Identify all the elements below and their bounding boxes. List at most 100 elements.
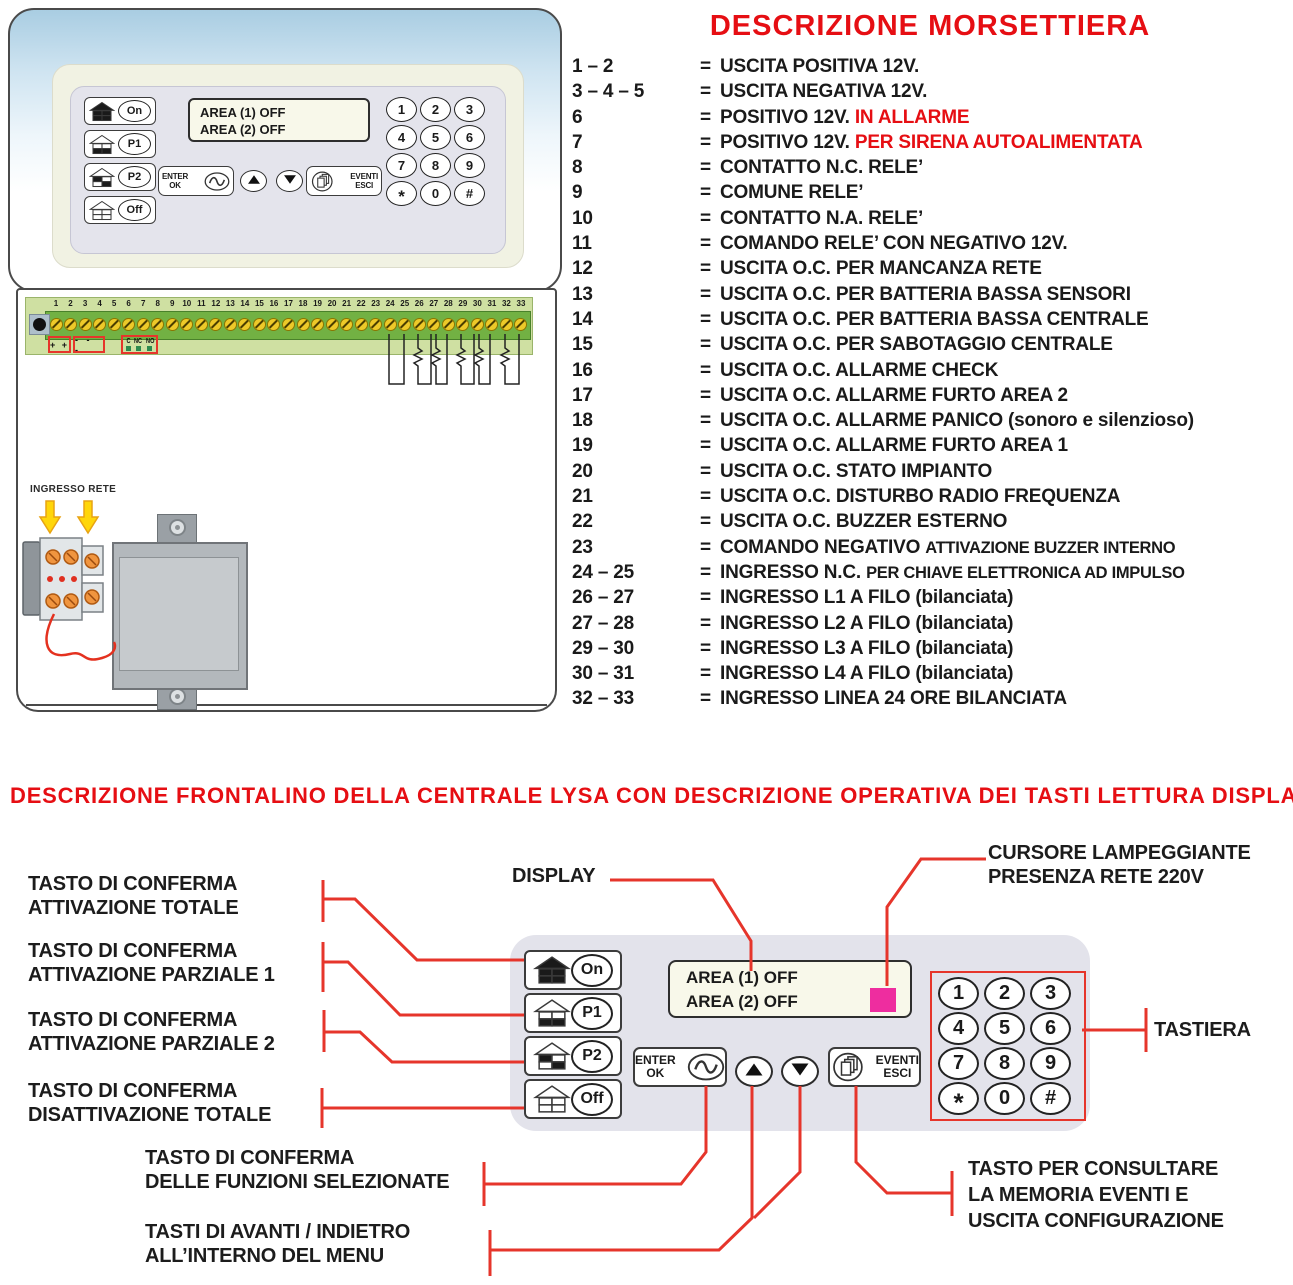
terminal-row-number: 26 – 27 (572, 587, 634, 609)
button-label: P1 (571, 996, 613, 1030)
terminal-row-description: INGRESSO L3 A FILO (bilanciata) (720, 637, 1014, 659)
terminal-row-number: 30 – 31 (572, 663, 634, 685)
button-label: On (118, 100, 151, 122)
equals-sign: = (700, 587, 711, 609)
down-arrow-button-small[interactable] (276, 170, 303, 192)
key-star[interactable]: * (386, 181, 417, 206)
up-triangle-icon (247, 172, 261, 190)
terminal-screw-9 (165, 318, 179, 331)
house-total-icon (533, 955, 571, 985)
terminal-number: 28 (443, 299, 453, 308)
button-p2[interactable]: P2 (524, 1036, 622, 1076)
terminal-number: 31 (487, 299, 497, 308)
terminal-row: 29 – 30=INGRESSO L3 A FILO (bilanciata) (572, 638, 1288, 663)
terminal-row: 3 – 4 – 5=USCITA NEGATIVA 12V. (572, 81, 1288, 106)
key-9[interactable]: 9 (1030, 1047, 1071, 1080)
terminal-row-number: 27 – 28 (572, 612, 634, 634)
terminal-screw-25 (398, 318, 412, 331)
terminal-row-number: 9 (572, 182, 583, 204)
main-board-box (16, 288, 557, 712)
button-on[interactable]: On (524, 950, 622, 990)
terminal-row-description: USCITA POSITIVA 12V. (720, 56, 920, 77)
key-hash[interactable]: # (454, 181, 485, 206)
house-partial1-icon (533, 998, 571, 1028)
terminal-row-description: POSITIVO 12V. IN ALLARME (720, 106, 970, 128)
key-9[interactable]: 9 (454, 153, 485, 178)
key-1[interactable]: 1 (386, 97, 417, 122)
terminal-description-list: 1 – 2=USCITA POSITIVA 12V.3 – 4 – 5=USCI… (572, 56, 1288, 714)
display-line-2: AREA (2) OFF (200, 122, 286, 137)
terminal-row-description: INGRESSO L1 A FILO (bilanciata) (720, 587, 1014, 609)
terminal-row: 16=USCITA O.C. ALLARME CHECK (572, 360, 1288, 385)
key-1[interactable]: 1 (938, 977, 979, 1010)
terminal-screw-28 (441, 318, 455, 331)
key-2[interactable]: 2 (420, 97, 451, 122)
key-7[interactable]: 7 (938, 1047, 979, 1080)
key-hash[interactable]: # (1030, 1082, 1071, 1115)
terminal-row: 19=USCITA O.C. ALLARME FURTO AREA 1 (572, 435, 1288, 460)
equals-sign: = (700, 81, 711, 103)
terminal-row-number: 18 (572, 410, 593, 432)
button-p2[interactable]: P2 (84, 163, 156, 191)
terminal-screw-1 (49, 318, 63, 331)
button-p1[interactable]: P1 (524, 993, 622, 1033)
terminal-row-number: 15 (572, 334, 593, 356)
key-8[interactable]: 8 (984, 1047, 1025, 1080)
terminal-screw-33 (514, 318, 528, 331)
terminal-screw-14 (238, 318, 252, 331)
terminal-row-description: INGRESSO N.C. PER CHIAVE ELETTRONICA AD … (720, 561, 1185, 583)
key-5[interactable]: 5 (420, 125, 451, 150)
key-4[interactable]: 4 (386, 125, 417, 150)
equals-sign: = (700, 688, 711, 710)
key-7[interactable]: 7 (386, 153, 417, 178)
key-6[interactable]: 6 (454, 125, 485, 150)
key-6[interactable]: 6 (1030, 1012, 1071, 1045)
terminal-row: 15=USCITA O.C. PER SABOTAGGIO CENTRALE (572, 334, 1288, 359)
button-off[interactable]: Off (524, 1079, 622, 1119)
terminal-row: 7=POSITIVO 12V. PER SIRENA AUTOALIMENTAT… (572, 132, 1288, 157)
terminal-number: 17 (284, 299, 293, 308)
terminal-number: 9 (170, 299, 175, 308)
equals-sign: = (700, 233, 711, 255)
key-8[interactable]: 8 (420, 153, 451, 178)
button-on[interactable]: On (84, 97, 156, 125)
key-3[interactable]: 3 (454, 97, 485, 122)
down-arrow-button-large[interactable] (781, 1056, 819, 1087)
house-off-icon (533, 1084, 571, 1114)
terminal-row-number: 1 – 2 (572, 56, 614, 77)
terminal-row-description: USCITA O.C. ALLARME FURTO AREA 1 (720, 435, 1068, 457)
up-arrow-button-large[interactable] (735, 1056, 773, 1087)
wave-icon (204, 171, 230, 192)
key-0[interactable]: 0 (420, 181, 451, 206)
equals-sign: = (700, 131, 711, 153)
key-0[interactable]: 0 (984, 1082, 1025, 1115)
terminal-screw-17 (281, 318, 295, 331)
terminal-row-description: USCITA NEGATIVA 12V. (720, 81, 928, 103)
button-off[interactable]: Off (84, 196, 156, 224)
terminal-row: 6=POSITIVO 12V. IN ALLARME (572, 107, 1288, 132)
key-3[interactable]: 3 (1030, 977, 1071, 1010)
terminal-screw-7 (136, 318, 150, 331)
terminal-row: 1 – 2=USCITA POSITIVA 12V. (572, 56, 1288, 81)
ingresso-rete-label: INGRESSO RETE (30, 484, 117, 495)
terminal-row: 8=CONTATTO N.C. RELE’ (572, 157, 1288, 182)
key-5[interactable]: 5 (984, 1012, 1025, 1045)
key-star[interactable]: * (938, 1082, 979, 1117)
equals-sign: = (700, 258, 711, 280)
button-p1[interactable]: P1 (84, 130, 156, 158)
terminal-number: 7 (140, 299, 146, 308)
up-arrow-button-small[interactable] (240, 170, 267, 192)
terminal-row-number: 7 (572, 131, 583, 153)
key-2[interactable]: 2 (984, 977, 1025, 1010)
terminal-row: 27 – 28=INGRESSO L2 A FILO (bilanciata) (572, 613, 1288, 638)
terminal-screw-26 (412, 318, 426, 331)
key-4[interactable]: 4 (938, 1012, 979, 1045)
